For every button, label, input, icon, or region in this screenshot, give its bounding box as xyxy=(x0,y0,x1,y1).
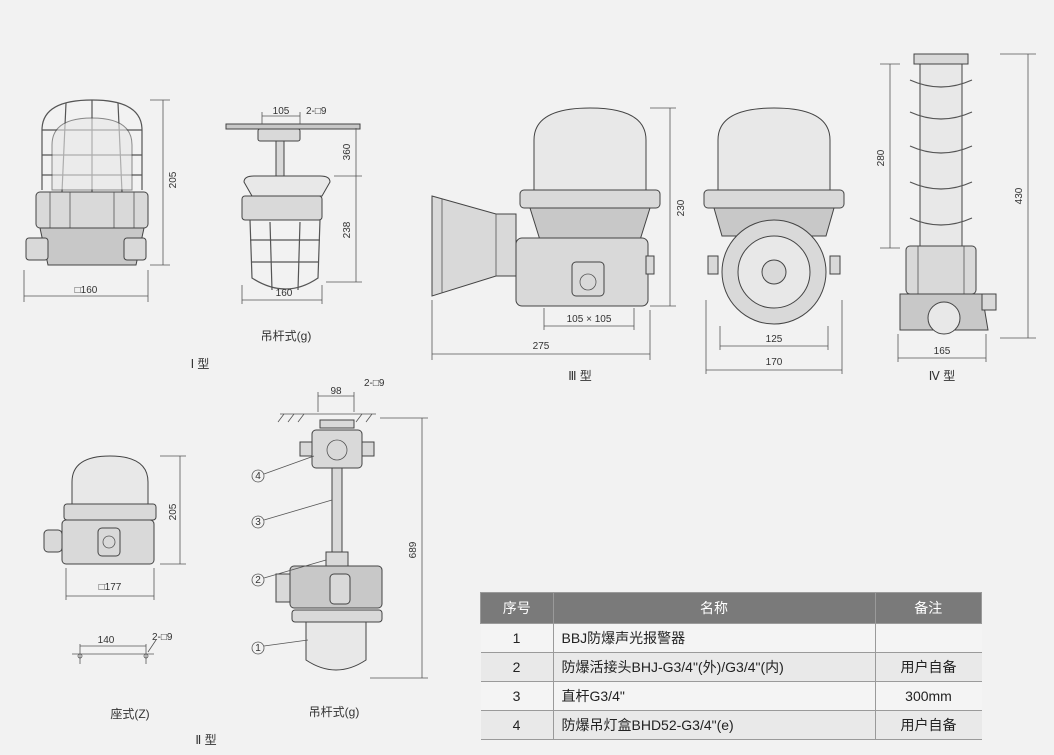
pendant-g-caption-1: 吊杆式(g) xyxy=(261,329,312,343)
type3-caption: Ⅲ 型 xyxy=(568,369,592,383)
pendant-g2-drawing: 98 2-□9 4 3 2 1 689 xyxy=(251,378,428,679)
row-name: 防爆吊灯盒BHD52-G3/4"(e) xyxy=(552,710,875,740)
pendant-g-160-dim: 160 xyxy=(276,288,293,299)
type4-280-dim: 280 xyxy=(876,149,887,166)
type4-drawing: 280 430 165 xyxy=(876,53,1036,362)
type4-caption: Ⅳ 型 xyxy=(929,369,955,383)
row-name: BBJ防爆声光报警器 xyxy=(552,623,875,653)
seat-z-140-dim: 140 xyxy=(98,635,115,646)
pendant-g2-holes-dim: 2-□9 xyxy=(364,378,385,389)
callout-4: 4 xyxy=(255,471,261,482)
table-row: 4 防爆吊灯盒BHD52-G3/4"(e) 用户自备 xyxy=(480,710,982,740)
row-no: 2 xyxy=(480,652,553,682)
seat-z-177-dim: □177 xyxy=(99,582,122,593)
header-no: 序号 xyxy=(480,592,554,624)
header-remark: 备注 xyxy=(874,592,982,624)
type2-caption: Ⅱ 型 xyxy=(195,733,216,747)
pendant-g-caption-2: 吊杆式(g) xyxy=(309,705,360,719)
pendant-g-drawing: 105 2-□9 360 238 160 xyxy=(225,106,362,304)
type4-165-dim: 165 xyxy=(934,346,951,357)
parts-table: 序号 名称 备注 1 BBJ防爆声光报警器 2 防爆活接头BHJ-G3/4"(外… xyxy=(480,592,982,740)
callout-1: 1 xyxy=(255,643,261,654)
seat-z-holes-dim: 2-□9 xyxy=(152,632,173,643)
row-name: 防爆活接头BHJ-G3/4"(外)/G3/4"(内) xyxy=(552,652,875,682)
callout-2: 2 xyxy=(255,575,261,586)
seat-z-caption: 座式(Z) xyxy=(110,706,149,721)
row-remark: 用户自备 xyxy=(874,710,982,740)
row-remark xyxy=(874,623,982,653)
pendant-g-105-dim: 105 xyxy=(273,106,290,117)
table-row: 1 BBJ防爆声光报警器 xyxy=(480,623,982,653)
type1-caption: Ⅰ 型 xyxy=(191,357,210,371)
row-remark: 用户自备 xyxy=(874,652,982,682)
pendant-g2-689-dim: 689 xyxy=(408,541,419,558)
row-no: 3 xyxy=(480,681,553,711)
type1-width-dim: □160 xyxy=(75,285,98,296)
table-row: 3 直杆G3/4" 300mm xyxy=(480,681,982,711)
seat-z-205-dim: 205 xyxy=(168,503,179,520)
type1-height-dim: 205 xyxy=(168,171,179,188)
table-header-row: 序号 名称 备注 xyxy=(480,592,982,624)
pendant-g-238-dim: 238 xyxy=(342,221,353,238)
pendant-g2-98-dim: 98 xyxy=(330,386,342,397)
type3-drawing: 230 105 × 105 275 125 170 xyxy=(431,107,845,374)
row-no: 4 xyxy=(480,710,553,740)
type1-drawing: 205 □160 xyxy=(23,99,179,302)
type3-170-dim: 170 xyxy=(766,357,783,368)
callout-3: 3 xyxy=(255,517,261,528)
type3-230-dim: 230 xyxy=(676,199,687,216)
row-name: 直杆G3/4" xyxy=(552,681,875,711)
type4-430-dim: 430 xyxy=(1014,187,1025,204)
table-row: 2 防爆活接头BHJ-G3/4"(外)/G3/4"(内) 用户自备 xyxy=(480,652,982,682)
pendant-g-360-dim: 360 xyxy=(342,143,353,160)
seat-z-drawing: 205 □177 140 2-□9 xyxy=(43,455,186,664)
row-remark: 300mm xyxy=(874,681,982,711)
type3-275-dim: 275 xyxy=(533,341,550,352)
pendant-g-holes-dim: 2-□9 xyxy=(306,106,327,117)
row-no: 1 xyxy=(480,623,553,653)
header-name: 名称 xyxy=(552,592,876,624)
type3-base-dim: 105 × 105 xyxy=(567,314,612,325)
type3-125-dim: 125 xyxy=(766,334,783,345)
